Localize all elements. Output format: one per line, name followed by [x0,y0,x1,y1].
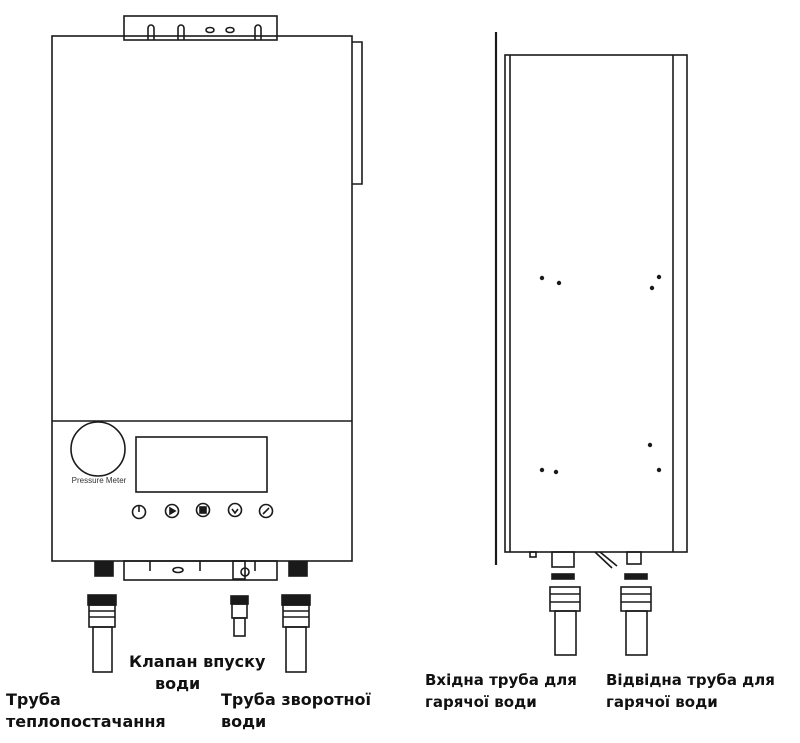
control-buttons [131,502,274,520]
side-body [504,54,688,553]
return-pipe-label-line2: води [221,712,267,731]
side-view-unit [494,32,688,656]
heating-pipe-label: Труба теплопостачання [6,689,166,733]
hot-water-inlet-fitting [549,573,581,656]
power-icon [131,504,147,520]
inlet-valve-label-line1: Клапан впуску [129,652,266,671]
side-screws [539,274,662,475]
control-panel: Pressure Meter [52,420,352,493]
stop-icon [195,502,211,518]
inlet-valve-label-line2: води [155,674,201,693]
pressure-gauge-label: Pressure Meter [72,476,127,485]
return-pipe-label: Труба зворотної води [221,689,371,733]
top-mounting-bracket [123,15,278,41]
hot-water-outlet-fitting [620,573,652,656]
play-icon [164,503,180,519]
settings-icon [258,503,274,519]
bottom-mounting-bracket [123,560,278,581]
inlet-valve-fitting [230,595,249,637]
display-screen [135,436,268,493]
hot-water-inlet-label-line1: Вхідна труба для [425,671,577,689]
return-pipe-label-line1: Труба зворотної [221,690,371,709]
hot-water-inlet-label-line2: гарячої води [425,693,537,711]
inlet-valve-connector [232,560,250,580]
hot-water-outlet-label-line1: Відвідна труба для [606,671,775,689]
return-pipe-connector [288,561,308,577]
front-view-unit: Pressure Meter [51,15,363,673]
side-rail [352,41,363,185]
hot-water-outlet-label: Відвідна труба для гарячої води [606,669,775,713]
return-pipe-fitting [281,594,311,673]
hot-water-inlet-label: Вхідна труба для гарячої води [425,669,577,713]
heating-pipe-connector [94,561,114,577]
heating-pipe-label-line1: Труба [6,690,61,709]
hot-water-outlet-label-line2: гарячої води [606,693,718,711]
heating-pipe-fitting [87,594,117,673]
inlet-valve-label: Клапан впуску води [129,651,265,695]
heating-pipe-label-line2: теплопостачання [6,712,166,731]
down-icon [227,502,243,518]
side-bottom-connectors [529,551,642,569]
pressure-gauge [70,421,126,477]
